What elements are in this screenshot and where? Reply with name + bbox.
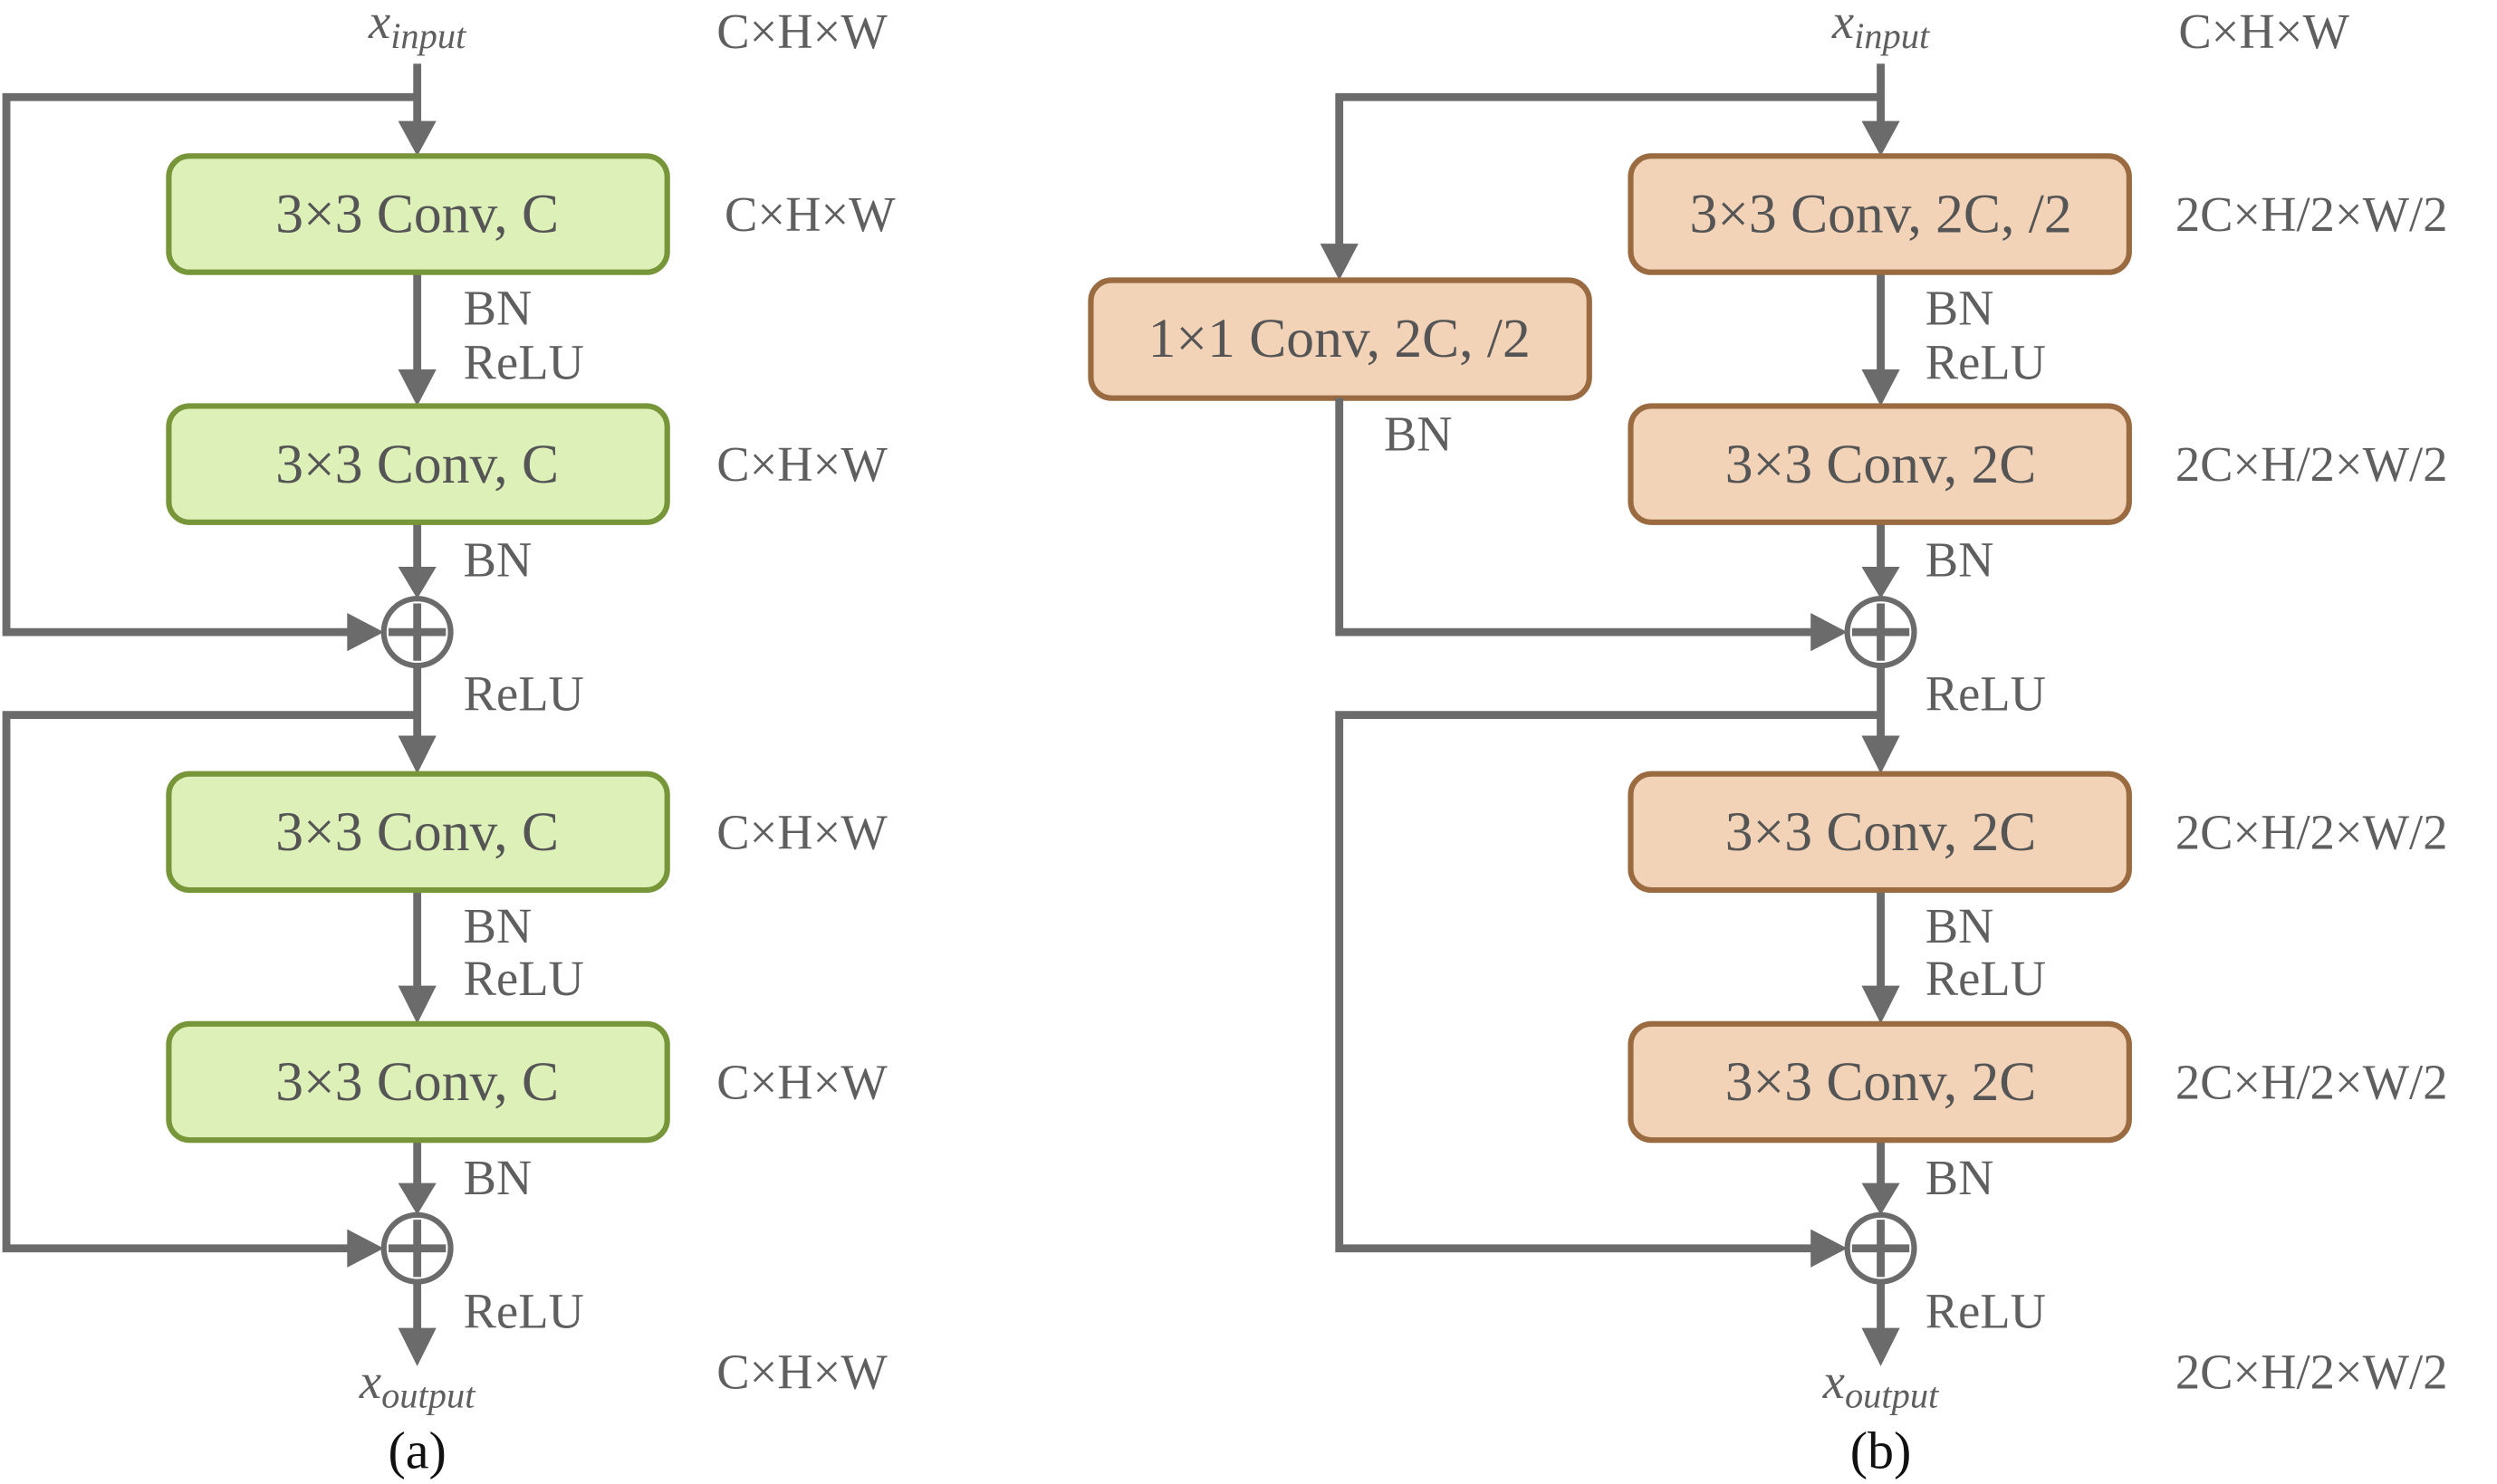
arrow-head <box>1861 1182 1900 1215</box>
shortcut-branch-b <box>1335 92 1881 252</box>
shortcut-conv-block-b: 1×1 Conv, 2C, /2 <box>1088 277 1592 401</box>
arrow-head <box>1861 735 1900 774</box>
block-dim: C×H×W <box>716 436 888 492</box>
op-label: ReLU <box>464 665 584 721</box>
op-label: BN <box>464 1150 533 1205</box>
op-label: ReLU <box>464 335 584 390</box>
op-label: ReLU <box>1926 1284 2046 1339</box>
input-label-b: xinput <box>1831 0 1931 56</box>
sum-node-a1 <box>380 596 454 669</box>
caption-b: (b) <box>1850 1421 1912 1479</box>
conv-block-a2: 3×3 Conv, C <box>166 403 670 525</box>
conv-block-b2: 3×3 Conv, 2C <box>1628 403 2132 525</box>
arrow-head <box>398 369 437 407</box>
conv-block-label: 3×3 Conv, C <box>275 801 559 863</box>
op-label: ReLU <box>1926 665 2046 721</box>
block-dim: 2C×H/2×W/2 <box>2175 804 2448 859</box>
op-label: BN <box>464 281 533 336</box>
conv-block-label: 3×3 Conv, 2C <box>1725 434 2037 495</box>
block-dim: C×H×W <box>716 804 888 859</box>
arrow-head <box>398 1327 437 1366</box>
arrow-head <box>1810 1229 1848 1268</box>
op-label: ReLU <box>464 951 584 1006</box>
arrow-head <box>1320 244 1359 281</box>
op-label: ReLU <box>1926 951 2046 1006</box>
conv-block-label: 3×3 Conv, 2C, /2 <box>1689 184 2071 245</box>
arrow-head <box>1861 120 1900 157</box>
panel-a: xinput C×H×W 3×3 Conv, C C×H×W 3×3 Conv,… <box>2 0 896 1479</box>
skip-connection-1-a <box>2 92 418 637</box>
op-label: BN <box>464 532 533 588</box>
conv-block-label: 3×3 Conv, C <box>275 1051 559 1113</box>
conv-block-a4: 3×3 Conv, C <box>166 1020 670 1144</box>
arrow-head <box>398 567 437 599</box>
conv-block-a1: 3×3 Conv, C <box>166 153 670 275</box>
op-label: BN <box>1926 898 1994 953</box>
skip-connection-2-b <box>1335 711 1881 1253</box>
block-dim: 2C×H/2×W/2 <box>2175 436 2448 492</box>
input-dim-a: C×H×W <box>716 4 888 59</box>
output-dim-b: 2C×H/2×W/2 <box>2175 1344 2448 1399</box>
op-label: BN <box>1926 1150 1994 1205</box>
conv-block-b4: 3×3 Conv, 2C <box>1628 1020 2132 1144</box>
arrow-head <box>398 120 437 157</box>
block-dim: C×H×W <box>725 187 896 242</box>
sum-node-b1 <box>1844 596 1917 669</box>
op-label: ReLU <box>1926 335 2046 390</box>
input-dim-b: C×H×W <box>2178 4 2349 59</box>
arrow-head <box>1810 613 1848 652</box>
conv-block-a3: 3×3 Conv, C <box>166 771 670 894</box>
block-dim: C×H×W <box>716 1054 888 1109</box>
output-dim-a: C×H×W <box>716 1344 888 1399</box>
input-label-a: xinput <box>368 0 467 56</box>
op-label: BN <box>464 898 533 953</box>
arrow-head <box>398 1182 437 1215</box>
block-dim: 2C×H/2×W/2 <box>2175 1054 2448 1109</box>
sum-node-a2 <box>380 1211 454 1285</box>
arrow-head <box>398 735 437 774</box>
skip-connection-2-a <box>2 711 418 1253</box>
block-dim: 2C×H/2×W/2 <box>2175 187 2448 242</box>
arrow-head <box>347 613 384 652</box>
op-label: BN <box>1926 532 1994 588</box>
arrow-head <box>1861 985 1900 1024</box>
arrow-head <box>347 1229 384 1268</box>
conv-block-b1: 3×3 Conv, 2C, /2 <box>1628 153 2132 275</box>
conv-block-label: 3×3 Conv, C <box>275 434 559 495</box>
conv-block-label: 1×1 Conv, 2C, /2 <box>1148 308 1531 369</box>
arrow-head <box>1861 369 1900 407</box>
op-label: BN <box>1384 407 1453 462</box>
conv-block-b3: 3×3 Conv, 2C <box>1628 771 2132 894</box>
output-label-b: xoutput <box>1822 1354 1940 1416</box>
shortcut-return-b <box>1335 397 1818 637</box>
arrow-head <box>1861 567 1900 599</box>
arrow-head <box>398 985 437 1024</box>
panel-b: xinput C×H×W 1×1 Conv, 2C, /2 BN <box>1088 0 2448 1479</box>
op-label: BN <box>1926 281 1994 336</box>
arrow-head <box>1861 1327 1900 1366</box>
op-label: ReLU <box>464 1284 584 1339</box>
output-label-a: xoutput <box>359 1354 476 1416</box>
conv-block-label: 3×3 Conv, 2C <box>1725 801 2037 863</box>
conv-block-label: 3×3 Conv, C <box>275 184 559 245</box>
conv-block-label: 3×3 Conv, 2C <box>1725 1051 2037 1113</box>
sum-node-b2 <box>1844 1211 1917 1285</box>
caption-a: (a) <box>388 1421 446 1479</box>
